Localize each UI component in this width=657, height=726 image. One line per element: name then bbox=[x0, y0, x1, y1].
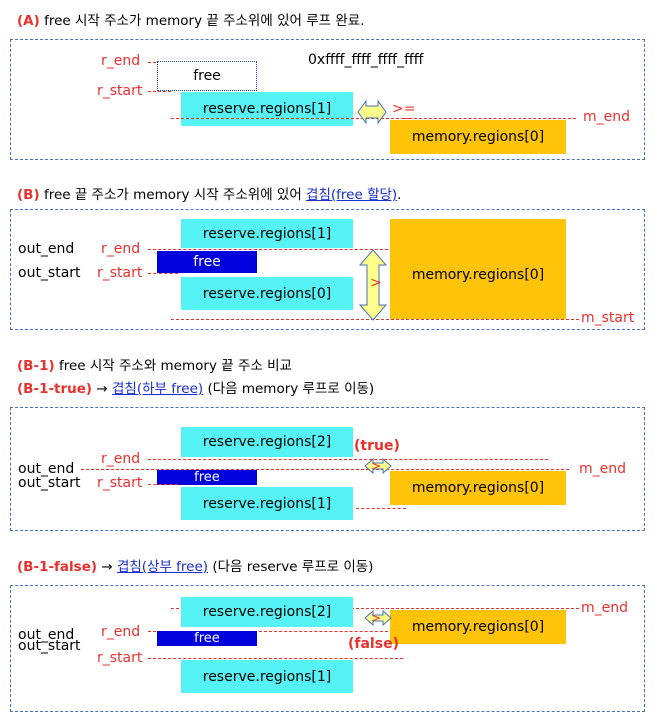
r-start-line bbox=[148, 91, 171, 92]
reserve-top-line bbox=[171, 118, 409, 119]
ge-sign: >= bbox=[392, 101, 416, 117]
out-end-label: out_end bbox=[18, 627, 75, 643]
heading-b1-false: (B-1-false) → 겹침(상부 free) (다음 reserve 루프… bbox=[17, 555, 373, 575]
heading-b1-false-link[interactable]: 겹침(상부 free) bbox=[116, 559, 209, 575]
gt-sign: > bbox=[371, 611, 382, 625]
heading-b1-false-tag: (B-1-false) bbox=[17, 559, 98, 575]
compare-arrow-icon bbox=[358, 249, 388, 321]
heading-a-tag: (A) bbox=[17, 13, 40, 29]
gt-sign: > bbox=[371, 459, 382, 473]
false-note: (false) bbox=[348, 636, 399, 652]
free-upper-box: free bbox=[157, 631, 257, 646]
heading-b1-false-arrow: → bbox=[101, 559, 113, 575]
free-allocated-box: free bbox=[157, 251, 257, 273]
heading-b-tag: (B) bbox=[17, 187, 40, 203]
r-end-label: r_end bbox=[101, 624, 141, 640]
r-end-label: r_end bbox=[101, 241, 141, 257]
reserve-bottom-line bbox=[148, 459, 548, 460]
r-start-label: r_start bbox=[97, 650, 143, 666]
m-end-label: m_end bbox=[583, 109, 631, 125]
reserve-region-0-box: reserve.regions[0] bbox=[181, 277, 353, 310]
reserve-mid-line bbox=[356, 508, 406, 509]
out-end-label: out_end bbox=[18, 241, 75, 257]
r-start-line bbox=[148, 273, 178, 274]
gt-sign: > bbox=[370, 275, 382, 291]
reserve-region-2-box: reserve.regions[2] bbox=[181, 427, 353, 457]
out-start-label: out_start bbox=[18, 638, 81, 654]
m-end-line bbox=[81, 469, 569, 470]
m-start-line bbox=[171, 319, 579, 320]
free-lower-box: free bbox=[157, 470, 257, 485]
free-candidate-box: free bbox=[157, 61, 257, 91]
m-end-label: m_end bbox=[581, 600, 629, 616]
heading-b-text: free 끝 주소가 memory 시작 주소위에 있어 bbox=[43, 187, 307, 203]
panel-b1-true: r_end out_end out_start r_start reserve.… bbox=[10, 407, 645, 531]
compare-arrow-icon bbox=[357, 99, 387, 125]
m-end-label: m_end bbox=[579, 461, 627, 477]
memory-region-0-box: memory.regions[0] bbox=[390, 610, 566, 644]
panel-a: r_end r_start 0xffff_ffff_ffff_ffff free… bbox=[10, 39, 645, 160]
heading-b-tail: . bbox=[397, 187, 402, 203]
memory-region-0-box: memory.regions[0] bbox=[390, 471, 566, 505]
heading-b1-text: free 시작 주소와 memory 끝 주소 비교 bbox=[58, 358, 292, 374]
heading-b1: (B-1) free 시작 주소와 memory 끝 주소 비교 bbox=[17, 354, 292, 374]
m-end-line bbox=[171, 608, 579, 609]
r-end-label: r_end bbox=[101, 451, 141, 467]
heading-a: (A) free 시작 주소가 memory 끝 주소위에 있어 루프 완료. bbox=[17, 9, 364, 29]
r-start-line bbox=[148, 658, 403, 659]
heading-b1-true-link[interactable]: 겹침(하부 free) bbox=[112, 381, 204, 397]
reserve-region-1-box: reserve.regions[1] bbox=[181, 660, 353, 693]
reserve-region-1-box: reserve.regions[1] bbox=[181, 487, 353, 520]
r-end-line bbox=[148, 249, 403, 250]
out-start-label: out_start bbox=[18, 265, 81, 281]
r-start-line bbox=[148, 484, 178, 485]
heading-b1-false-text: (다음 reserve 루프로 이동) bbox=[212, 559, 374, 575]
out-start-label: out_start bbox=[18, 475, 81, 491]
r-end-line bbox=[148, 631, 403, 632]
m-start-label: m_start bbox=[581, 310, 635, 326]
r-start-label: r_start bbox=[97, 265, 143, 281]
heading-b: (B) free 끝 주소가 memory 시작 주소위에 있어 겹침(free… bbox=[17, 183, 401, 203]
heading-b-link[interactable]: 겹침(free 할당) bbox=[306, 187, 398, 203]
memory-region-0-box: memory.regions[0] bbox=[390, 219, 566, 319]
panel-b1-false: m_end reserve.regions[2] r_end out_end o… bbox=[10, 585, 645, 712]
true-note: (true) bbox=[354, 438, 400, 454]
m-end-line bbox=[404, 118, 576, 119]
reserve-region-1-box: reserve.regions[1] bbox=[181, 219, 353, 248]
compare-arrow-icon bbox=[364, 457, 392, 475]
panel-b: out_end out_start r_end r_start reserve.… bbox=[10, 209, 645, 330]
out-end-label: out_end bbox=[18, 461, 75, 477]
reserve-region-1-box: reserve.regions[1] bbox=[181, 92, 353, 126]
compare-arrow-icon bbox=[364, 609, 392, 627]
r-start-label: r_start bbox=[97, 475, 143, 491]
heading-b1-true: (B-1-true) → 겹침(하부 free) (다음 memory 루프로 … bbox=[17, 377, 374, 397]
heading-b1-true-arrow: → bbox=[96, 381, 108, 397]
heading-b1-tag: (B-1) bbox=[17, 358, 55, 374]
r-start-label: r_start bbox=[97, 83, 143, 99]
memory-region-0-box: memory.regions[0] bbox=[390, 120, 566, 154]
max-address-label: 0xffff_ffff_ffff_ffff bbox=[308, 52, 424, 68]
heading-b1-true-tag: (B-1-true) bbox=[17, 381, 93, 397]
heading-b1-true-text: (다음 memory 루프로 이동) bbox=[207, 381, 375, 397]
r-end-label: r_end bbox=[101, 53, 141, 69]
reserve-region-2-box: reserve.regions[2] bbox=[181, 597, 353, 627]
heading-a-text: free 시작 주소가 memory 끝 주소위에 있어 루프 완료. bbox=[44, 13, 365, 29]
